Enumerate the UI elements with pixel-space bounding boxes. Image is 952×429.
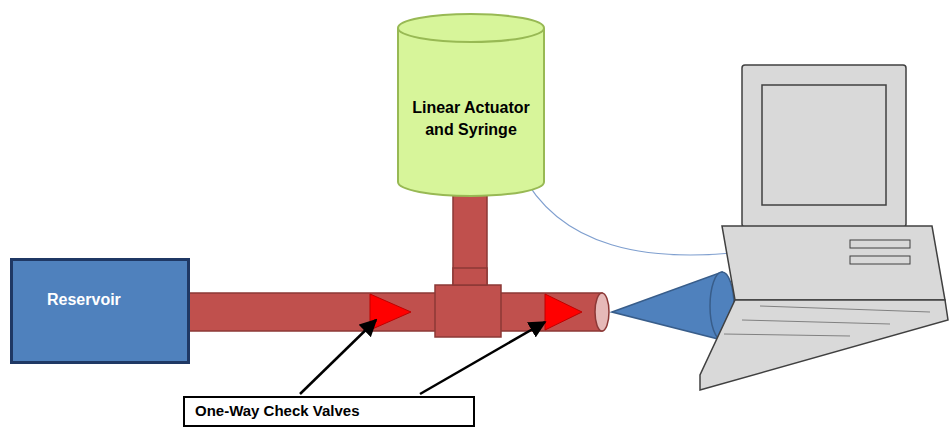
keyboard-keys <box>724 306 930 336</box>
cylinder-body <box>398 28 544 196</box>
actuator-cylinder: Linear Actuator and Syringe <box>396 12 546 198</box>
node-label: One-Way Check Valves <box>195 401 360 421</box>
key-row <box>742 320 890 324</box>
check-valve <box>370 294 411 330</box>
screen <box>762 85 886 205</box>
signal-cable <box>520 170 742 255</box>
sensor-cone <box>612 272 722 340</box>
callout-box: One-Way Check Valves <box>183 396 475 427</box>
keyboard <box>700 300 948 390</box>
cylinder-top <box>398 14 544 42</box>
monitor <box>742 65 906 227</box>
tee-fitting <box>435 285 501 337</box>
node-label: Reservoir <box>47 289 121 311</box>
pipe-outlet <box>595 293 609 331</box>
node-label: Linear Actuator and Syringe <box>404 97 538 140</box>
reservoir-box: Reservoir <box>10 258 190 364</box>
computer <box>700 65 948 390</box>
key-row <box>760 306 930 312</box>
tee-neck <box>453 268 487 285</box>
drive-slot <box>850 240 910 248</box>
drive-slot <box>850 256 910 264</box>
computer-base <box>722 226 945 300</box>
leader-arrow <box>300 320 376 394</box>
check-valve <box>545 294 582 330</box>
vertical-pipe <box>453 190 487 290</box>
key-row <box>724 334 850 336</box>
leader-arrow <box>420 322 545 394</box>
